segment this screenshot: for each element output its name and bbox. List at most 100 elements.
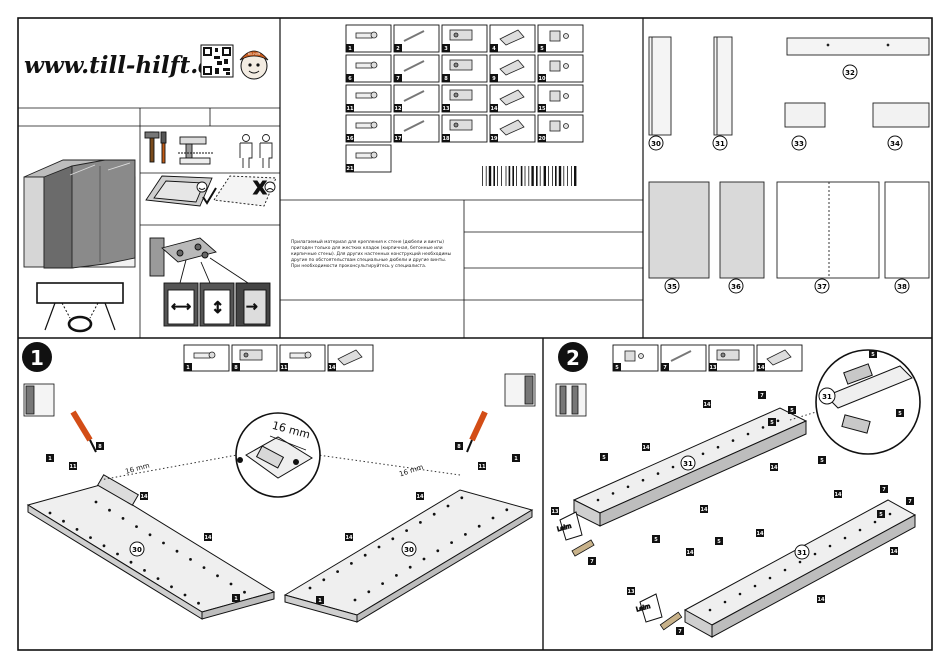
part-cell-18: 18 xyxy=(441,114,488,143)
part-number: 17 xyxy=(395,136,402,142)
notice-line: другие по обстоятельствам специальные дю… xyxy=(291,256,446,263)
step-part-number: 7 xyxy=(663,365,667,371)
svg-text:→: → xyxy=(246,299,258,315)
step-2-cabinet-icon xyxy=(555,383,587,417)
panel-label-34: 34 xyxy=(887,135,903,151)
step-2-board-label-lower: 31 xyxy=(794,544,810,560)
step-part-number: 8 xyxy=(234,365,238,371)
step-part-number: 13 xyxy=(710,365,717,371)
svg-text:5: 5 xyxy=(879,512,883,518)
svg-text:14: 14 xyxy=(417,494,424,500)
panel-label-32: 32 xyxy=(842,64,858,80)
part-callout-5: 5 xyxy=(600,453,608,461)
notice-line: Прилагаемый материал для крепления к сте… xyxy=(291,238,444,245)
part-cell-10: 10 xyxy=(537,54,584,83)
measure-label-right: 16 mm xyxy=(398,463,424,478)
part-number: 14 xyxy=(491,106,498,112)
svg-text:1: 1 xyxy=(48,456,52,462)
panel-31 xyxy=(713,36,733,136)
step-2-section: 2 5 7 13 14 31 xyxy=(551,342,921,638)
step-part-11: 11 xyxy=(279,344,326,372)
svg-text:32: 32 xyxy=(845,69,855,77)
panel-37 xyxy=(776,181,880,279)
part-callout-5: 5 xyxy=(869,350,877,358)
step-part-14: 14 xyxy=(327,344,374,372)
part-callout-14: 14 xyxy=(700,505,708,513)
svg-text:5: 5 xyxy=(602,455,606,461)
part-number: 7 xyxy=(396,76,400,82)
glue-bottle-lower: Leim xyxy=(635,593,663,623)
screwdriver-left xyxy=(70,410,97,453)
part-callout-14: 14 xyxy=(204,533,212,541)
svg-text:8: 8 xyxy=(457,444,461,450)
part-callout-8: 8 xyxy=(455,442,463,450)
part-callout-11: 11 xyxy=(69,462,77,470)
svg-text:↕: ↕ xyxy=(211,298,224,317)
zoom-guides xyxy=(99,454,461,481)
hinge-detail-zoom: 16 mm xyxy=(235,412,321,498)
part-number: 2 xyxy=(396,46,400,52)
lighting-sketch xyxy=(36,282,124,333)
svg-text:11: 11 xyxy=(479,464,486,470)
svg-text:31: 31 xyxy=(715,140,725,148)
svg-text:5: 5 xyxy=(770,420,774,426)
part-number: 3 xyxy=(444,46,448,52)
svg-text:7: 7 xyxy=(882,487,886,493)
svg-text:36: 36 xyxy=(731,283,741,291)
board-drill-holes xyxy=(48,496,509,605)
part-cell-6: 6 xyxy=(345,54,392,83)
svg-text:14: 14 xyxy=(141,494,148,500)
part-callout-5: 5 xyxy=(877,510,885,518)
svg-text:14: 14 xyxy=(643,445,650,451)
website-url[interactable]: www.till-hilft.de xyxy=(24,52,229,79)
part-cell-12: 12 xyxy=(393,84,440,113)
step-1-badge xyxy=(22,342,52,372)
mascot-logo: till-hilft xyxy=(239,50,269,80)
part-callout-14: 14 xyxy=(770,463,778,471)
part-number: 13 xyxy=(443,106,450,112)
screwdriver-right xyxy=(466,410,488,453)
panel-labels: 30 31 32 33 34 35 36 37 38 xyxy=(648,64,910,294)
step-2-badge xyxy=(558,342,588,372)
notice-line: кирпичные стены). Для других настенных к… xyxy=(291,250,452,257)
part-callout-14: 14 xyxy=(817,595,825,603)
step-2-number: 2 xyxy=(566,346,580,370)
step-part-13: 13 xyxy=(708,344,755,372)
part-number: 21 xyxy=(347,166,354,172)
svg-text:14: 14 xyxy=(346,535,353,541)
panel-label-30: 30 xyxy=(648,135,664,151)
svg-text:5: 5 xyxy=(654,537,658,543)
part-number: 11 xyxy=(347,106,354,112)
part-callout-14: 14 xyxy=(686,548,694,556)
step-part-1: 1 xyxy=(183,344,230,372)
part-callout-5: 5 xyxy=(896,409,904,417)
qr-code xyxy=(200,44,234,78)
part-callout-13: 13 xyxy=(551,507,559,515)
tools-illustration xyxy=(144,131,273,168)
part-callout-14: 14 xyxy=(345,533,353,541)
part-callout-7: 7 xyxy=(676,627,684,635)
dowels xyxy=(571,539,683,631)
zoom-guides-2 xyxy=(789,411,817,421)
part-callout-5: 5 xyxy=(768,418,776,426)
part-cell-14: 14 xyxy=(489,84,536,113)
svg-text:33: 33 xyxy=(794,140,804,148)
part-cell-3: 3 xyxy=(441,24,488,53)
part-callout-14: 14 xyxy=(703,400,711,408)
panel-list xyxy=(648,36,930,279)
svg-text:38: 38 xyxy=(897,283,907,291)
glue-label: Leim xyxy=(556,523,572,534)
part-cell-19: 19 xyxy=(489,114,536,143)
svg-text:30: 30 xyxy=(132,546,142,554)
panel-30 xyxy=(648,36,672,136)
part-cell-2: 2 xyxy=(393,24,440,53)
part-cell-15: 15 xyxy=(537,84,584,113)
step-part-number: 5 xyxy=(615,365,619,371)
svg-text:34: 34 xyxy=(890,140,900,148)
part-number: 10 xyxy=(539,76,546,82)
svg-text:5: 5 xyxy=(898,411,902,417)
part-cell-16: 16 xyxy=(345,114,392,143)
step-1-cabinet-icon-left xyxy=(23,383,55,417)
